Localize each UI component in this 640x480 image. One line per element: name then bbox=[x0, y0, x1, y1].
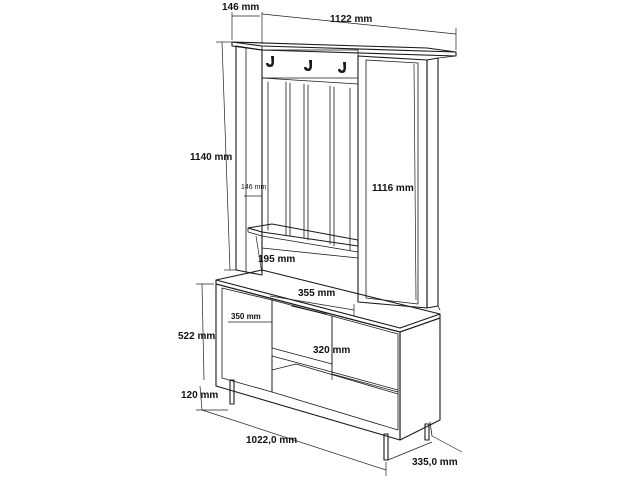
label-upper-height: 1140 mm bbox=[190, 152, 232, 163]
label-top-depth: 146 mm bbox=[222, 2, 259, 13]
left-door bbox=[221, 287, 273, 393]
upper-unit bbox=[231, 41, 457, 311]
cabinet-front bbox=[215, 283, 401, 441]
label-shelf-depth: 195 mm bbox=[258, 254, 295, 265]
dimension-labels: 146 mm 1122 mm 1140 mm 146 mm 1116 mm 19… bbox=[178, 2, 458, 468]
coat-hook-icon bbox=[338, 62, 346, 73]
left-side-panel bbox=[235, 45, 263, 276]
label-drawer-width: 350 mm bbox=[231, 312, 261, 321]
label-base-depth: 335,0 mm bbox=[412, 457, 458, 468]
label-compartment-height: 320 mm bbox=[313, 345, 350, 356]
open-compartment bbox=[271, 355, 399, 431]
cabinet-side bbox=[399, 317, 441, 441]
label-panel-depth: 146 mm bbox=[241, 184, 266, 191]
label-door-height: 1116 mm bbox=[372, 183, 414, 194]
tall-door bbox=[357, 55, 428, 309]
dimension-lines bbox=[196, 12, 463, 476]
label-cabinet-height: 522 mm bbox=[178, 331, 215, 342]
label-top-width: 1122 mm bbox=[330, 14, 372, 25]
coat-hook-icon bbox=[304, 60, 312, 71]
legs bbox=[229, 379, 433, 461]
label-base-width: 1022,0 mm bbox=[246, 435, 297, 446]
coat-hook-icon bbox=[266, 56, 274, 67]
lower-cabinet bbox=[215, 269, 441, 461]
label-leg-height: 120 mm bbox=[181, 390, 218, 401]
label-shelf-width: 355 mm bbox=[298, 288, 335, 299]
